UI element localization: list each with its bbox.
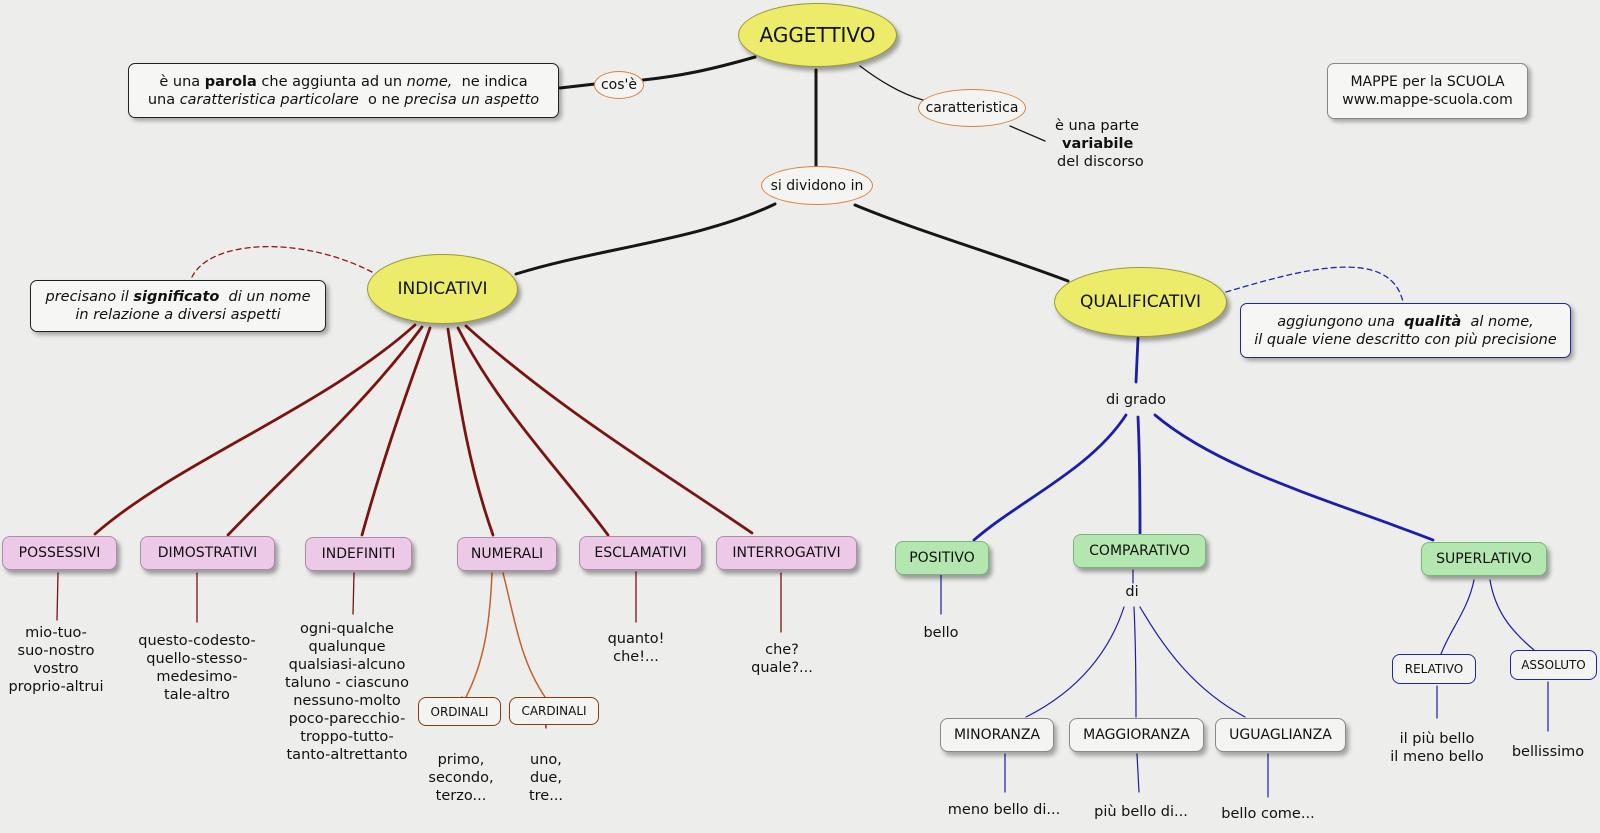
example-minoranza: meno bello di...	[947, 802, 1061, 818]
definition-box: è una parola che aggiunta ad un nome, ne…	[128, 63, 559, 118]
examples-interrogativi: che? quale?...	[751, 642, 813, 676]
grade-positivo: POSITIVO	[895, 541, 989, 575]
edge-indicativi-indefiniti	[360, 326, 432, 537]
link-di-grado: di grado	[1106, 392, 1166, 408]
edge-superlativo-relativo	[1440, 579, 1475, 655]
edge-indicativi-desc	[191, 245, 373, 278]
link-di: di	[1125, 584, 1139, 600]
examples-ordinali: primo, secondo, terzo...	[428, 752, 494, 804]
edge-di-maggioranza	[1133, 606, 1137, 718]
examples-relativo: il più bello il meno bello	[1390, 731, 1484, 765]
definition-line-2: una caratteristica particolare o ne prec…	[147, 91, 540, 108]
examples-indefiniti: ogni-qualche qualunque qualsiasi-alcuno …	[285, 621, 409, 763]
edge-indicativi-dimostrativi	[226, 325, 424, 537]
edge-root-cose	[641, 55, 757, 82]
superlativo-relativo: RELATIVO	[1392, 654, 1476, 684]
category-esclamativi: ESCLAMATIVI	[579, 536, 702, 570]
edge-indicativi-numerali	[446, 327, 495, 537]
node-qualificativi: QUALIFICATIVI	[1054, 267, 1227, 337]
edge-digrado-comparativo	[1136, 415, 1142, 535]
edge-di-uguaglianza	[1139, 606, 1246, 718]
qualificativi-description: aggiungono una qualità al nome, il quale…	[1240, 303, 1571, 358]
comparativo-maggioranza: MAGGIORANZA	[1069, 718, 1204, 752]
examples-esclamativi: quanto! che!...	[607, 631, 665, 665]
example-uguaglianza: bello come...	[1221, 806, 1315, 822]
comparativo-uguaglianza: UGUAGLIANZA	[1215, 718, 1346, 752]
examples-possessivi: mio-tuo- suo-nostro vostro proprio-altru…	[8, 625, 104, 695]
category-numerali: NUMERALI	[457, 537, 557, 571]
edge-indicativi-esclamativi	[456, 326, 610, 537]
examples-cardinali: uno, due, tre...	[528, 752, 564, 804]
edge-qualificativi-digrado	[1134, 336, 1140, 384]
edge-numerali-cardinali	[502, 572, 546, 698]
edge-root-caratteristica	[859, 65, 924, 101]
edge-qualificativi-desc	[1225, 266, 1404, 303]
edge-indicativi-possessivi	[93, 323, 417, 536]
example-maggioranza: più bello di...	[1094, 804, 1188, 820]
indicativi-description: precisano il significato di un nome in r…	[30, 280, 326, 332]
numerali-ordinali: ORDINALI	[418, 697, 501, 726]
credits-box: MAPPE per la SCUOLA www.mappe-scuola.com	[1327, 63, 1528, 119]
root-label: AGGETTIVO	[759, 23, 876, 47]
grade-comparativo: COMPARATIVO	[1073, 534, 1206, 568]
link-si-dividono-in: si dividono in	[761, 166, 873, 205]
category-interrogativi: INTERROGATIVI	[716, 536, 857, 570]
comparativo-minoranza: MINORANZA	[940, 718, 1054, 752]
grade-superlativo: SUPERLATIVO	[1421, 542, 1547, 576]
category-indefiniti: INDEFINITI	[305, 537, 412, 571]
link-cose: cos'è	[594, 71, 644, 99]
link-caratteristica: caratteristica	[918, 89, 1026, 127]
edge-indicativi-interrogativi	[464, 324, 754, 535]
numerali-cardinali: CARDINALI	[509, 697, 599, 725]
node-indicativi: INDICATIVI	[367, 254, 518, 324]
examples-dimostrativi: questo-codesto- quello-stesso- medesimo-…	[138, 633, 256, 703]
edge-digrado-positivo	[972, 413, 1128, 542]
edge-sidividono-qualificativi	[853, 203, 1070, 283]
edge-cose-definition	[558, 82, 597, 90]
category-dimostrativi: DIMOSTRATIVI	[140, 536, 275, 570]
edge-superlativo-assoluto	[1489, 579, 1535, 651]
examples-assoluto: bellissimo	[1511, 744, 1585, 760]
variabile-text: è una parte variabile del discorso	[1055, 118, 1144, 170]
edge-caratteristica-variabile	[1009, 125, 1046, 142]
category-possessivi: POSSESSIVI	[2, 536, 117, 570]
edge-di-minoranza	[1025, 606, 1125, 718]
edge-numerali-ordinali	[465, 572, 493, 698]
example-positivo: bello	[923, 625, 959, 641]
root-node-aggettivo: AGGETTIVO	[738, 3, 897, 67]
edge-digrado-superlativo	[1153, 413, 1435, 542]
edge-sidividono-indicativi	[514, 202, 777, 276]
definition-line-1: è una parola che aggiunta ad un nome, ne…	[159, 73, 528, 90]
superlativo-assoluto: ASSOLUTO	[1510, 650, 1597, 680]
